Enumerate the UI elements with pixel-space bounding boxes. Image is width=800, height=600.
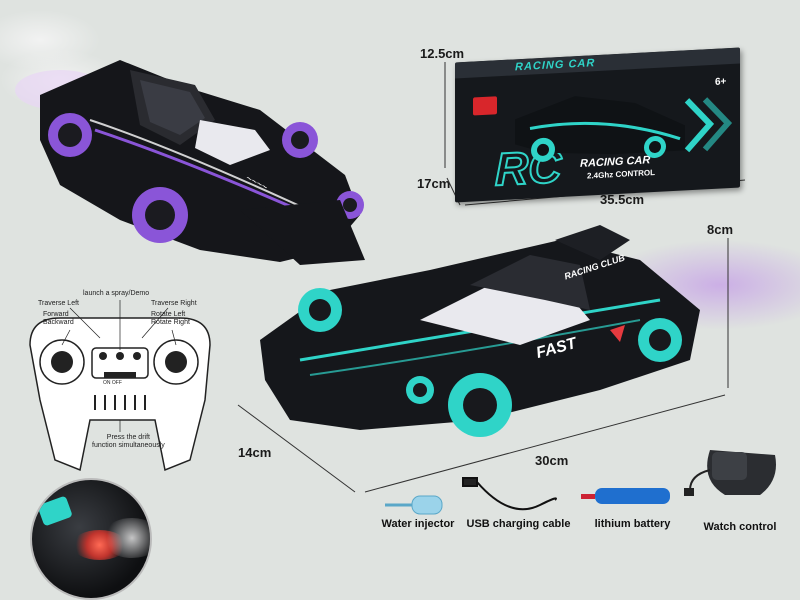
remote-label-traverse-left: Traverse Left bbox=[38, 300, 79, 307]
remote-label-spray: launch a spray/Demo bbox=[83, 290, 150, 297]
battery-icon bbox=[581, 488, 670, 504]
remote-switch-label: ON OFF bbox=[103, 380, 122, 386]
accessory-label-usb-cable: USB charging cable bbox=[466, 518, 571, 530]
product-box: RACING CAR RC RACING CAR 2.4Ghz CONTROL … bbox=[455, 47, 740, 203]
water-injector-icon bbox=[385, 495, 443, 515]
box-height-label: 12.5cm bbox=[420, 46, 465, 61]
box-car-art bbox=[515, 96, 733, 162]
usb-cable-icon bbox=[462, 477, 557, 511]
car-width-label: 14cm bbox=[238, 445, 272, 460]
watch-control-icon bbox=[684, 450, 776, 496]
remote-label-traverse-right: Traverse Right bbox=[151, 300, 197, 307]
accessory-label-battery: lithium battery bbox=[594, 518, 671, 530]
remote-label-drift: Press the drift function simultaneously bbox=[92, 434, 165, 449]
box-depth-label: 17cm bbox=[417, 176, 451, 191]
remote-label-rotate: Rotate Left Rotate Right bbox=[151, 311, 190, 326]
car-length-label: 30cm bbox=[535, 453, 569, 468]
car-height-label: 8cm bbox=[707, 222, 734, 237]
spray-inset-image bbox=[30, 478, 152, 600]
purple-car-image: ~~~~ bbox=[15, 60, 365, 265]
box-width-label: 35.5cm bbox=[600, 192, 645, 207]
spray-mist bbox=[102, 518, 150, 558]
accessory-label-watch-control: Watch control bbox=[703, 521, 777, 533]
remote-label-forward-backward: Forward Backward bbox=[43, 311, 74, 326]
accessory-label-water-injector: Water injector bbox=[381, 518, 455, 530]
